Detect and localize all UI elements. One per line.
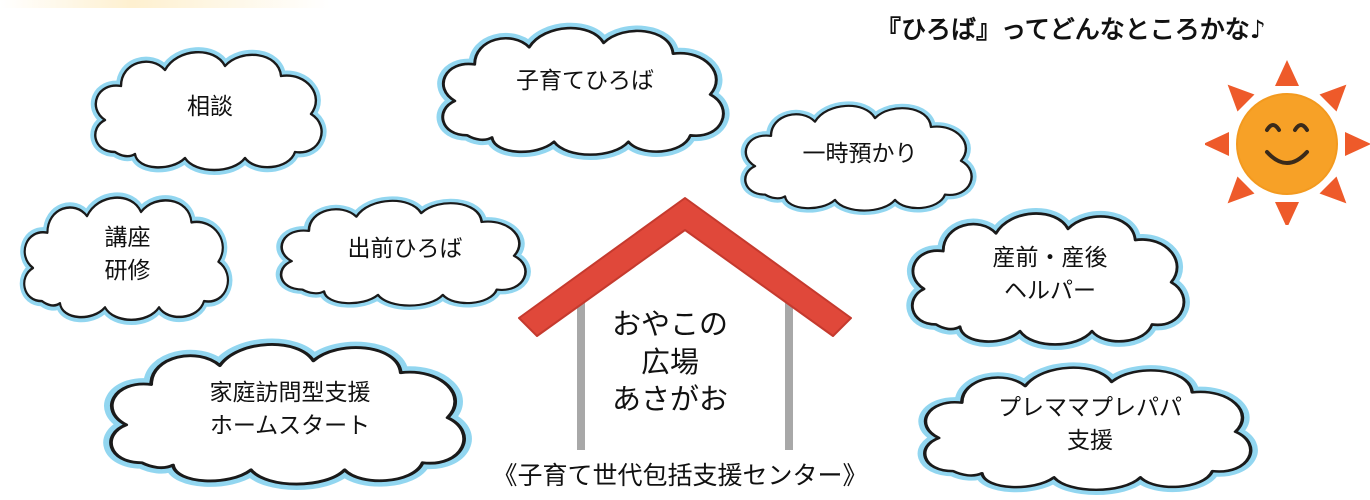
cloud-label: 一時預かり	[802, 141, 918, 168]
center-name: おやこの 広場 あさがお	[580, 306, 760, 419]
cloud-kateihomon: 家庭訪問型支援 ホームスタート	[95, 330, 485, 490]
cloud-label: 出前ひろば	[347, 236, 463, 263]
top-decoration	[0, 0, 330, 8]
cloud-label: ホームスタート	[209, 413, 371, 439]
house-wall-right	[785, 302, 793, 450]
cloud-label: 講座	[104, 224, 151, 251]
house-wall-left	[577, 302, 585, 450]
cloud-label: 家庭訪問型支援	[209, 379, 371, 406]
cloud-label: 子育てひろば	[516, 67, 654, 94]
cloud-sanzen-sango-helper: 産前・産後 ヘルパー	[900, 200, 1200, 350]
cloud-label: 支援	[1067, 428, 1113, 454]
cloud-koza-kenshu: 講座 研修	[15, 185, 240, 325]
cloud-label: ヘルパー	[1004, 278, 1096, 304]
cloud-label: プレママプレパパ	[998, 394, 1182, 421]
center-subtitle: 《子育て世代包括支援センター》	[492, 461, 868, 490]
sun-icon	[1205, 60, 1370, 225]
center-name-line: おやこの	[611, 307, 728, 341]
cloud-demae-hiroba: 出前ひろば	[270, 190, 540, 310]
cloud-label: 研修	[104, 258, 151, 284]
sun-face	[1237, 94, 1337, 194]
page-heading: 『ひろば』ってどんなところかな♪	[876, 15, 1266, 44]
sun-smile	[1265, 150, 1309, 165]
house-icon	[518, 197, 852, 450]
cloud-sodan: 相談	[85, 40, 335, 175]
sun-eye-right	[1293, 123, 1309, 132]
center-name-line: あさがお	[611, 382, 728, 417]
cloud-ichiji-azukari: 一時預かり	[735, 95, 985, 215]
center-name-line: 広場	[640, 344, 699, 379]
house-roof	[518, 197, 852, 337]
sun-eye-left	[1265, 123, 1281, 132]
cloud-label: 産前・産後	[992, 244, 1108, 271]
cloud-premama-prepapa: プレママプレパパ 支援	[910, 355, 1270, 495]
cloud-label: 相談	[187, 93, 233, 120]
cloud-kosodate-hiroba: 子育てひろば	[430, 15, 740, 160]
sun-rays	[1205, 60, 1370, 225]
